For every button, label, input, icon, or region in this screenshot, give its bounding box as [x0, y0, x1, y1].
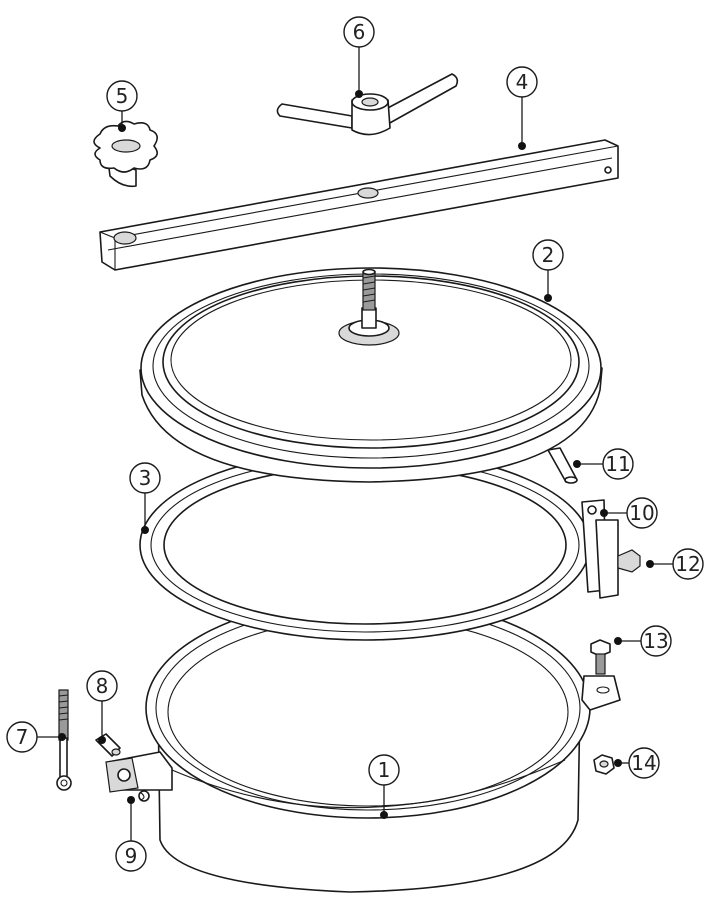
part-star-knob	[93, 120, 158, 188]
bolt-tab-right	[581, 675, 621, 711]
hinge-bracket-left	[105, 751, 173, 793]
callout-4: 4	[506, 66, 538, 150]
callout-7-label: 7	[16, 725, 29, 749]
callout-11-label: 11	[605, 452, 630, 476]
latch-assembly	[581, 499, 641, 599]
callout-13-label: 13	[643, 629, 668, 653]
callout-5: 5	[106, 80, 138, 132]
callout-4-label: 4	[516, 70, 529, 94]
callout-14-label: 14	[631, 751, 656, 775]
callout-13: 13	[614, 625, 672, 657]
part-hex-bolt	[590, 639, 611, 675]
callout-14: 14	[614, 747, 660, 779]
callout-7: 7	[6, 721, 66, 753]
center-stud	[338, 268, 400, 346]
callout-9: 9	[115, 796, 147, 872]
callout-12-label: 12	[675, 552, 700, 576]
part-t-handle	[276, 73, 459, 136]
callout-3-label: 3	[139, 466, 152, 490]
callout-8-label: 8	[96, 674, 109, 698]
part-lid	[139, 267, 603, 483]
part-hex-nut	[593, 754, 615, 775]
callout-12: 12	[646, 548, 704, 580]
callout-10-label: 10	[629, 501, 654, 525]
callout-2-label: 2	[542, 243, 555, 267]
callout-11: 11	[573, 448, 634, 480]
callout-5-label: 5	[116, 84, 129, 108]
part-body-pot	[105, 597, 621, 893]
callout-1-label: 1	[378, 758, 391, 782]
part-pin	[547, 447, 578, 484]
callout-3: 3	[129, 462, 161, 534]
part-clip	[138, 790, 150, 802]
callout-2: 2	[532, 239, 564, 302]
callout-6-label: 6	[353, 20, 366, 44]
callout-10: 10	[600, 497, 658, 529]
callout-8: 8	[86, 670, 118, 744]
callout-6: 6	[343, 16, 375, 98]
callout-9-label: 9	[125, 844, 138, 868]
callout-1: 1	[368, 754, 400, 819]
part-cross-bar	[99, 139, 619, 271]
